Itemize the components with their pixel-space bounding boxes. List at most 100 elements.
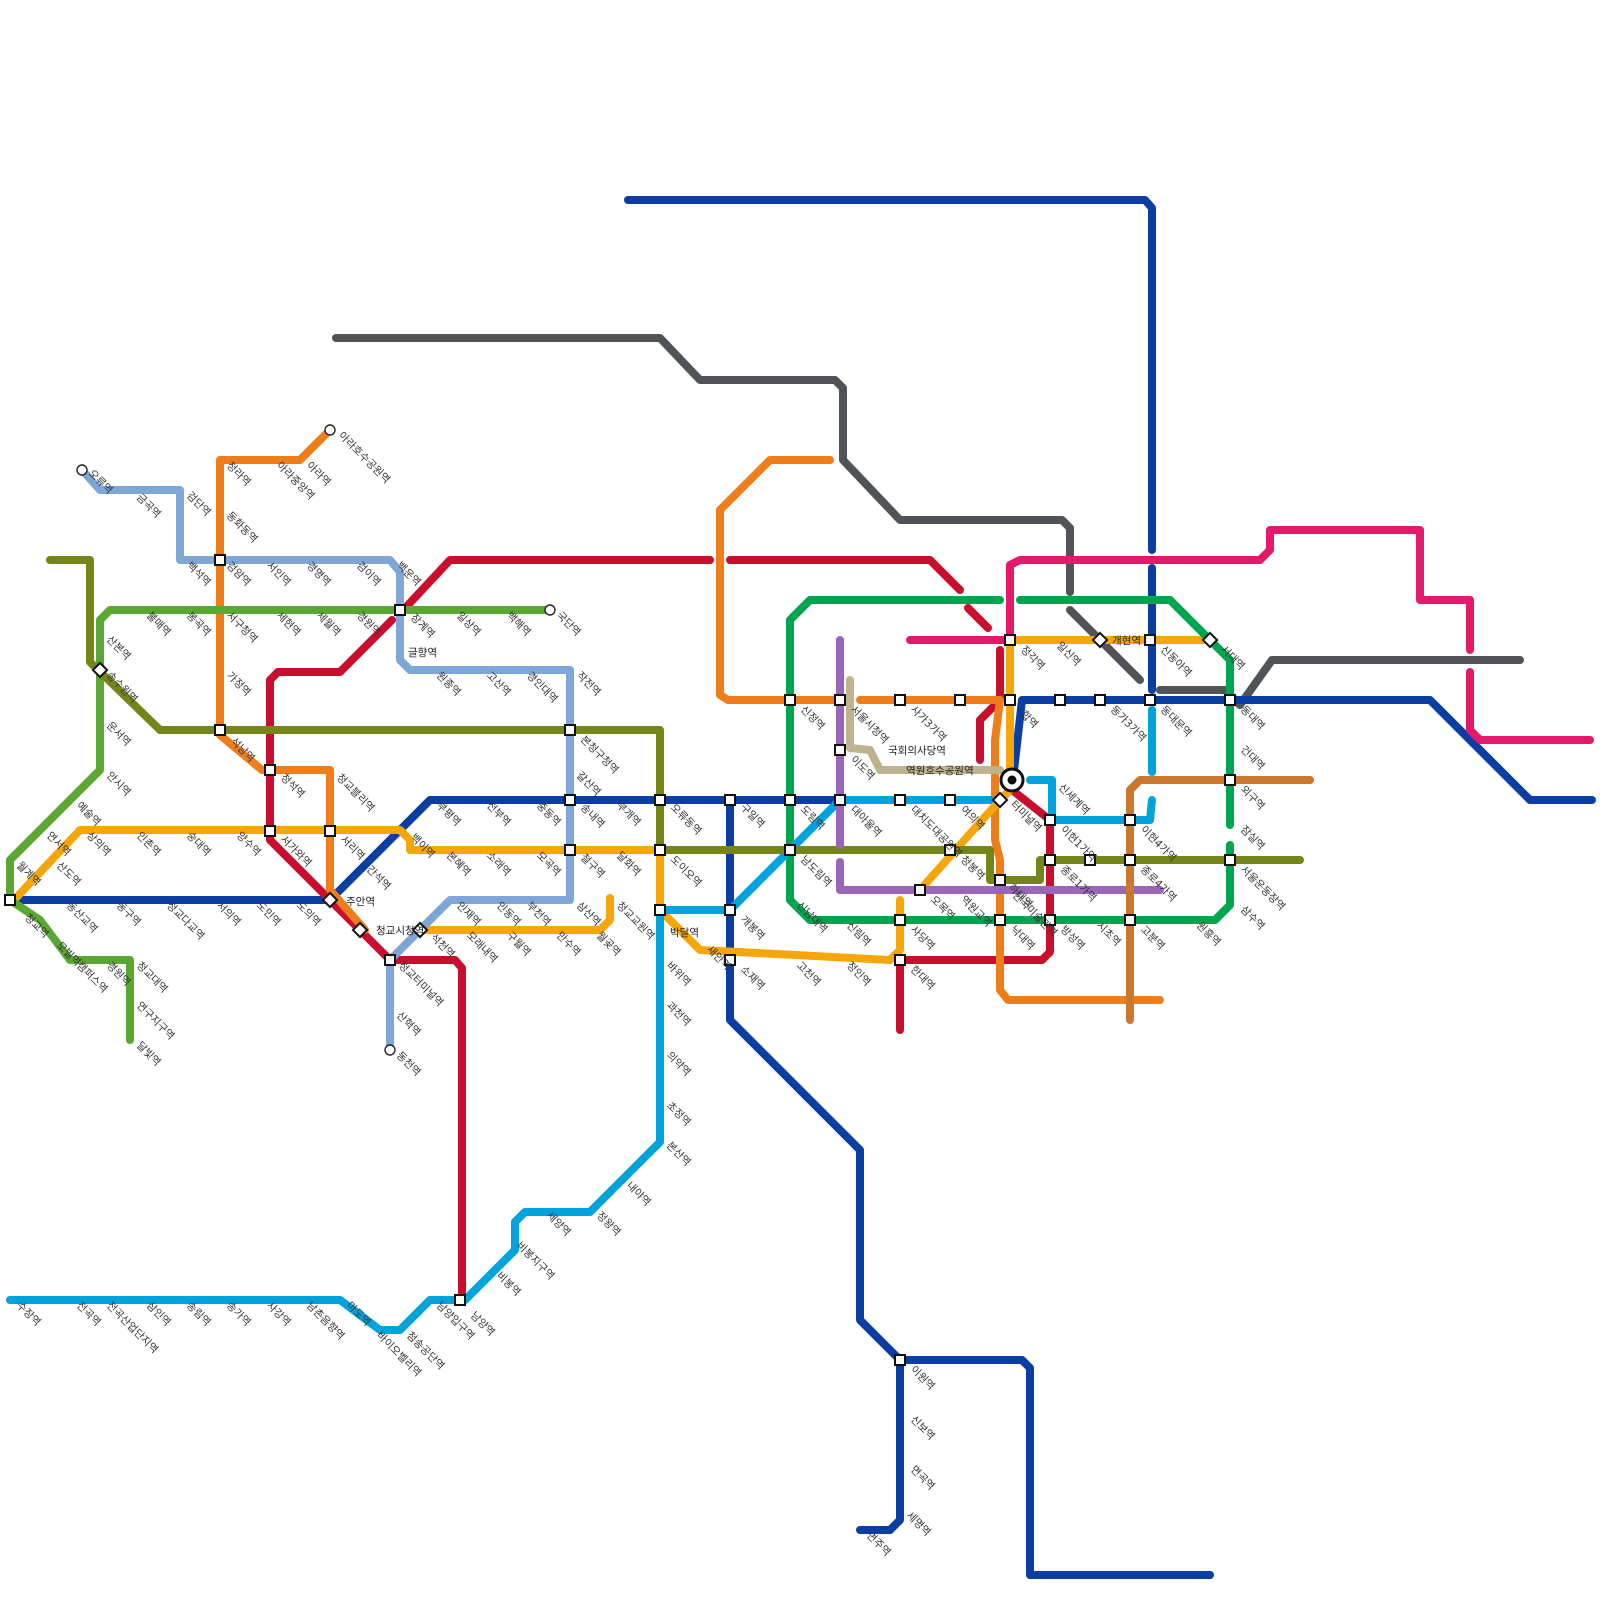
- transfer-marker-guil[interactable]: [724, 794, 736, 806]
- line-red-north2: [726, 556, 964, 594]
- transfer-marker-city-hall[interactable]: [834, 694, 846, 706]
- transfer-marker-seodae[interactable]: [1201, 631, 1219, 649]
- label-yeongu: 연구지구역: [134, 1000, 177, 1043]
- transfer-marker-jongno1[interactable]: [1044, 854, 1056, 866]
- label-sanbon: 산본역: [104, 634, 133, 663]
- transfer-marker-dongdaemun[interactable]: [1144, 694, 1156, 706]
- transfer-marker-ido[interactable]: [834, 744, 846, 756]
- transfer-marker-bonchung[interactable]: [564, 724, 576, 736]
- terminal-marker-ara-lake[interactable]: [324, 424, 336, 436]
- label-cheonggyo-terminal: 청교터미널역: [396, 960, 445, 1009]
- transfer-marker-gaebong[interactable]: [724, 904, 736, 916]
- label-dongga3: 동가3가역: [1108, 704, 1149, 745]
- label-oegu: 외구역: [1238, 784, 1267, 813]
- transfer-marker-saga12[interactable]: [954, 694, 966, 706]
- label-bangseong: 방성역: [1058, 924, 1087, 953]
- transfer-marker-cheongbong[interactable]: [944, 844, 956, 856]
- transfer-marker-ohryudong[interactable]: [654, 794, 666, 806]
- line-green-east: [1016, 596, 1234, 829]
- transfer-marker-doio[interactable]: [654, 844, 666, 856]
- label-dalbit: 달빛역: [134, 1040, 163, 1069]
- label-donghwadong: 동화동역: [224, 510, 260, 546]
- transfer-marker-sadang[interactable]: [894, 914, 906, 926]
- transfer-marker-incheon-cityhall-a[interactable]: [351, 921, 369, 939]
- transfer-marker-bakdal[interactable]: [654, 904, 666, 916]
- transfer-marker-jeonggak-south[interactable]: [1004, 694, 1016, 706]
- transfer-marker-terminal-east[interactable]: [991, 791, 1009, 809]
- line-yellow-south: [416, 894, 614, 934]
- transfer-marker-geomam[interactable]: [214, 554, 226, 566]
- transfer-marker-daeaul[interactable]: [834, 794, 846, 806]
- transfer-marker-songsuwon[interactable]: [91, 661, 109, 679]
- label-jamsil: 잠실역: [1238, 824, 1267, 853]
- transfer-marker-incheon-cityhall-b[interactable]: [411, 921, 429, 939]
- label-gaebong: 개봉역: [738, 914, 767, 943]
- label-doio: 도이오역: [668, 854, 704, 890]
- transfer-marker-hadae[interactable]: [994, 874, 1006, 886]
- transfer-marker-geondae[interactable]: [1224, 774, 1236, 786]
- terminal-marker-dongcheon[interactable]: [384, 1044, 396, 1056]
- transfer-marker-dongga12[interactable]: [1054, 694, 1066, 706]
- transfer-marker-jeonggak[interactable]: [1004, 634, 1016, 646]
- transfer-marker-sinjeong[interactable]: [784, 694, 796, 706]
- transfer-marker-cheongseok[interactable]: [264, 764, 276, 776]
- transfer-marker-omok[interactable]: [914, 884, 926, 896]
- transfer-marker-woljae[interactable]: [4, 894, 16, 906]
- transfer-marker-dongga3[interactable]: [1094, 694, 1106, 706]
- transfer-marker-sindonga[interactable]: [1144, 634, 1156, 646]
- terminal-marker-gukdan[interactable]: [544, 604, 556, 616]
- transfer-marker-ihyeon1[interactable]: [1044, 814, 1056, 826]
- label-jongno4: 종로4가역: [1138, 864, 1179, 905]
- label-cheonggyogyowon: 청교교원역: [614, 900, 657, 943]
- label-gwacheon: 과천역: [664, 1000, 693, 1029]
- label-cheonggyobeulli: 청교블리역: [334, 772, 377, 815]
- terminal-marker-ohryu[interactable]: [76, 464, 88, 476]
- transfer-marker-nakdae[interactable]: [994, 914, 1006, 926]
- transfer-marker-sojae[interactable]: [724, 954, 736, 966]
- transfer-marker-juan[interactable]: [321, 891, 339, 909]
- transfer-marker-iwon[interactable]: [894, 1354, 906, 1366]
- label-moraenae: 모래내역: [464, 930, 500, 966]
- transfer-marker-dongdae[interactable]: [1224, 694, 1236, 706]
- label-geulhyang: 글향역: [408, 647, 437, 659]
- transfer-marker-jongno4[interactable]: [1124, 854, 1136, 866]
- transfer-marker-jamsil[interactable]: [1224, 854, 1236, 866]
- transfer-marker-namyang[interactable]: [454, 1294, 466, 1306]
- transfer-marker-seori[interactable]: [324, 825, 336, 837]
- central-hub-dot: [1007, 775, 1017, 785]
- label-geomdan: 검단역: [184, 490, 213, 519]
- transfer-marker-seoknam[interactable]: [214, 724, 226, 736]
- transfer-marker-jongno23[interactable]: [1084, 854, 1096, 866]
- line-navy-north: [624, 196, 1156, 554]
- transfer-marker-saga3[interactable]: [894, 694, 906, 706]
- transfer-marker-handae[interactable]: [894, 954, 906, 966]
- transfer-marker-gaehyeon[interactable]: [1091, 631, 1109, 649]
- transfer-marker-seogawa[interactable]: [264, 825, 276, 837]
- label-sinsegye: 신세계역: [1056, 782, 1092, 818]
- line-green-circle: [786, 596, 1234, 924]
- transfer-marker-janggye[interactable]: [394, 604, 406, 616]
- label-cheolgu: 철구역: [578, 852, 607, 881]
- transfer-marker-cheolgu[interactable]: [564, 844, 576, 856]
- transfer-marker-ihyeon4[interactable]: [1124, 814, 1136, 826]
- label-cheongbong: 청봉역: [958, 854, 987, 883]
- transfer-marker-daechi[interactable]: [894, 794, 906, 806]
- transfer-marker-gobun[interactable]: [1124, 914, 1136, 926]
- line-red-main: [266, 616, 466, 1304]
- line-purple2: [836, 858, 1164, 894]
- label-ansi: 안시역: [104, 770, 133, 799]
- line-navy-branch: [856, 1356, 904, 1534]
- label-gobun: 고분역: [1138, 924, 1167, 953]
- transfer-marker-namdorim[interactable]: [784, 844, 796, 856]
- transfer-marker-yeoui[interactable]: [944, 794, 956, 806]
- line-pink-main: [906, 526, 1474, 654]
- transfer-marker-bangseong[interactable]: [1044, 914, 1056, 926]
- label-cheonggyodae: 청교대역: [134, 960, 170, 996]
- transfer-marker-dorim[interactable]: [784, 794, 796, 806]
- transfer-marker-terminal[interactable]: [384, 954, 396, 966]
- line-tan: [846, 676, 1004, 774]
- label-boncheonggucheong: 본청구청역: [578, 734, 621, 777]
- label-ara-lake: 아라호수공원역: [336, 430, 392, 486]
- transfer-marker-naedong[interactable]: [564, 794, 576, 806]
